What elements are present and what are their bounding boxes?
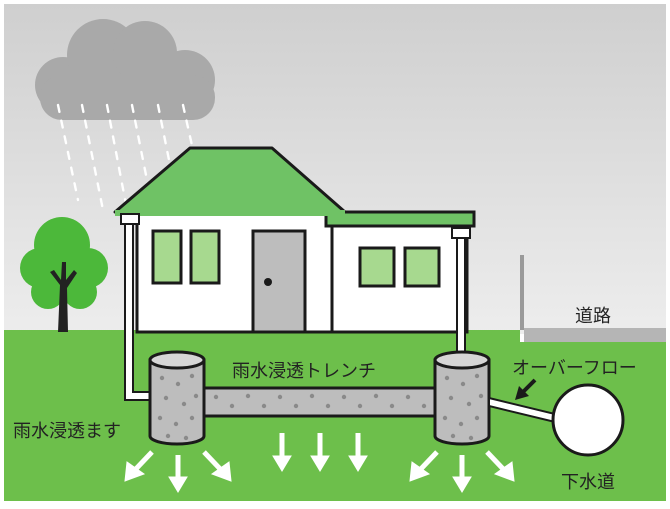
window — [403, 246, 441, 288]
overflow-arrow-icon — [515, 378, 537, 400]
trench-label: 雨水浸透トレンチ — [232, 361, 376, 382]
overflow-label: オーバーフロー — [512, 358, 637, 379]
rain-icon — [56, 103, 195, 217]
road: 道路 — [520, 255, 666, 342]
infiltration-trench — [196, 386, 446, 418]
window — [358, 246, 396, 288]
house-icon — [113, 146, 476, 334]
sewer — [551, 383, 625, 457]
infiltration-basin-right — [433, 350, 491, 446]
basin-label: 雨水浸透ます — [13, 421, 121, 442]
window — [151, 229, 183, 285]
road-label: 道路 — [575, 306, 611, 327]
tree-icon — [20, 217, 108, 332]
window — [189, 229, 221, 285]
sewer-label: 下水道 — [561, 472, 615, 493]
infiltration-arrow-icon — [124, 433, 515, 493]
infiltration-basin-left — [148, 350, 206, 446]
door — [251, 229, 307, 334]
